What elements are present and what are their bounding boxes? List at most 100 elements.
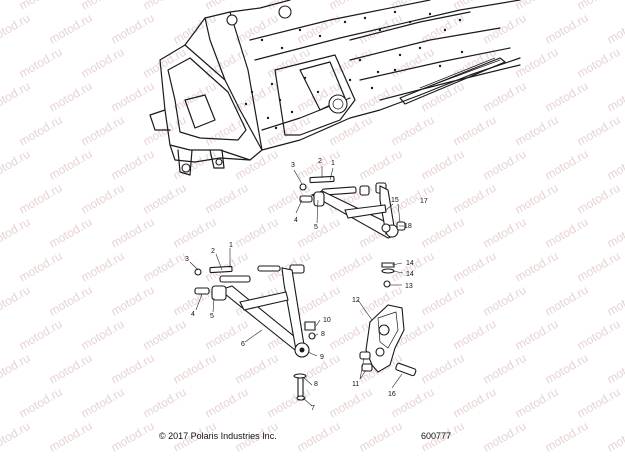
callout-17: 17 — [420, 198, 428, 205]
watermark-text: motod.ru — [605, 147, 625, 183]
watermark-text: motod.ru — [47, 283, 95, 319]
rivet-dot — [443, 28, 447, 32]
watermark-text: motod.ru — [575, 45, 623, 81]
watermark-text: motod.ru — [0, 419, 33, 455]
watermark-text: motod.ru — [513, 113, 561, 149]
watermark-text: motod.ru — [0, 351, 33, 387]
rivet-dot — [363, 16, 367, 20]
watermark-text: motod.ru — [605, 351, 625, 387]
rivet-dot — [298, 28, 302, 32]
watermark-text: motod.ru — [109, 283, 157, 319]
watermark-text: motod.ru — [233, 351, 281, 387]
watermark-text: motod.ru — [295, 283, 343, 319]
watermark-text: motod.ru — [481, 419, 529, 455]
rivet-dot — [398, 53, 402, 57]
callout-1-lower: 1 — [229, 242, 233, 249]
watermark-text: motod.ru — [203, 385, 251, 421]
rivet-dot — [266, 116, 270, 120]
watermark-text: motod.ru — [451, 317, 499, 353]
watermark-text: motod.ru — [575, 181, 623, 217]
watermark-text: motod.ru — [203, 181, 251, 217]
leader-lines — [189, 166, 404, 407]
watermark-text: motod.ru — [451, 385, 499, 421]
watermark-text: motod.ru — [47, 11, 95, 47]
watermark-text: motod.ru — [0, 79, 33, 115]
watermark-text: motod.ru — [47, 351, 95, 387]
watermark-text: motod.ru — [575, 113, 623, 149]
watermark-text: motod.ru — [0, 113, 3, 149]
rivet-dot — [244, 102, 248, 106]
copyright-text: © 2017 Polaris Industries Inc. — [159, 431, 277, 441]
watermark-text: motod.ru — [543, 351, 591, 387]
watermark-text: motod.ru — [233, 215, 281, 251]
watermark-text: motod.ru — [543, 419, 591, 455]
watermark-text: motod.ru — [141, 317, 189, 353]
watermark-text: motod.ru — [79, 45, 127, 81]
callout-11: 11 — [352, 381, 359, 388]
watermark-text: motod.ru — [109, 79, 157, 115]
watermark-text: motod.ru — [0, 249, 3, 285]
watermark-text: motod.ru — [513, 385, 561, 421]
watermark-text: motod.ru — [295, 419, 343, 455]
watermark-text: motod.ru — [513, 45, 561, 81]
rivet-dot — [393, 68, 397, 72]
watermark-text: motod.ru — [109, 351, 157, 387]
watermark-text: motod.ru — [513, 249, 561, 285]
watermark-text: motod.ru — [17, 113, 65, 149]
watermark-text: motod.ru — [451, 113, 499, 149]
rivet-dot — [418, 46, 422, 50]
watermark-text: motod.ru — [295, 215, 343, 251]
rivet-dot — [460, 50, 464, 54]
rivet-dot — [260, 38, 264, 42]
watermark-text: motod.ru — [575, 385, 623, 421]
watermark-text: motod.ru — [141, 249, 189, 285]
watermark-text: motod.ru — [47, 419, 95, 455]
rivet-dot — [408, 20, 412, 24]
rivet-dot — [290, 110, 294, 114]
callout-4: 4 — [294, 217, 298, 224]
spindle — [359, 304, 417, 377]
watermark-text: motod.ru — [543, 147, 591, 183]
watermark-text: motod.ru — [0, 0, 3, 13]
watermark-text: motod.ru — [575, 249, 623, 285]
watermark-text: motod.ru — [171, 215, 219, 251]
watermark-text: motod.ru — [419, 283, 467, 319]
rivet-dot — [280, 46, 284, 50]
rivet-dot — [250, 90, 254, 94]
upper-a-arm-right — [299, 175, 406, 288]
watermark-text: motod.ru — [481, 283, 529, 319]
callout-13: 13 — [405, 283, 413, 290]
callout-2: 2 — [318, 158, 322, 165]
watermark-text: motod.ru — [79, 385, 127, 421]
callout-4-lower: 4 — [191, 311, 195, 318]
rivet-dot — [348, 78, 352, 82]
watermark-text: motod.ru — [233, 147, 281, 183]
watermark-text: motod.ru — [0, 181, 3, 217]
callout-15: 15 — [391, 197, 399, 204]
frame-rivets — [244, 10, 464, 130]
watermark-text: motod.ru — [17, 45, 65, 81]
callout-12: 12 — [352, 297, 360, 304]
watermark-text: motod.ru — [543, 283, 591, 319]
watermark-text: motod.ru — [295, 11, 343, 47]
watermark-text: motod.ru — [451, 181, 499, 217]
watermark-text: motod.ru — [543, 215, 591, 251]
callout-5: 5 — [314, 224, 318, 231]
rivet-dot — [458, 18, 462, 22]
watermark-text: motod.ru — [605, 215, 625, 251]
watermark-text: motod.ru — [171, 351, 219, 387]
watermark-text: motod.ru — [47, 147, 95, 183]
callout-5-lower: 5 — [210, 313, 214, 320]
watermark-text: motod.ru — [513, 317, 561, 353]
watermark-text: motod.ru — [79, 249, 127, 285]
rivet-dot — [270, 82, 274, 86]
rivet-dot — [376, 70, 380, 74]
watermark-text: motod.ru — [481, 215, 529, 251]
watermark-text: motod.ru — [0, 317, 3, 353]
lower-a-arm-left — [194, 264, 316, 401]
rivet-dot — [358, 58, 362, 62]
watermark-text: motod.ru — [605, 419, 625, 455]
